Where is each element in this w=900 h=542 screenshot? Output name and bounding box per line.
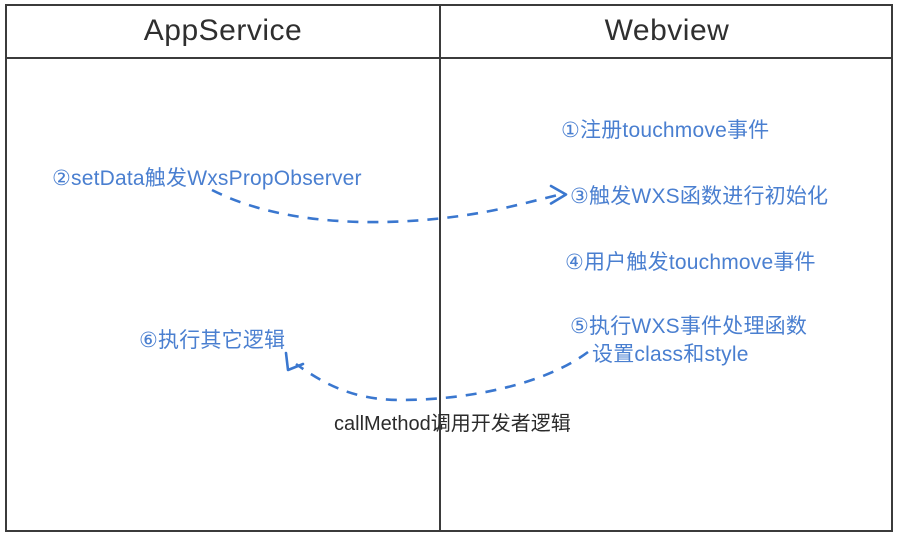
diagram-frame xyxy=(5,4,893,532)
column-header-webview: Webview xyxy=(604,14,730,47)
step-3-trigger-wxs-init: ③触发WXS函数进行初始化 xyxy=(570,185,829,208)
annotation-callmethod: callMethod调用开发者逻辑 xyxy=(334,413,571,435)
step-5-execute-wxs-handler: ⑤执行WXS事件处理函数 设置class和style xyxy=(570,313,807,369)
step-6-execute-other-logic: ⑥执行其它逻辑 xyxy=(139,329,286,352)
column-divider xyxy=(439,4,441,532)
step-2-setdata-triggers-observer: ②setData触发WxsPropObserver xyxy=(52,167,362,190)
column-header-appservice: AppService xyxy=(143,14,303,47)
step-5-line-2: 设置class和style xyxy=(592,343,749,366)
step-5-line-1: ⑤执行WXS事件处理函数 xyxy=(570,315,808,338)
step-1-register-touchmove: ①注册touchmove事件 xyxy=(561,119,770,142)
step-4-user-triggers-touchmove: ④用户触发touchmove事件 xyxy=(565,251,816,274)
header-divider xyxy=(5,57,893,59)
